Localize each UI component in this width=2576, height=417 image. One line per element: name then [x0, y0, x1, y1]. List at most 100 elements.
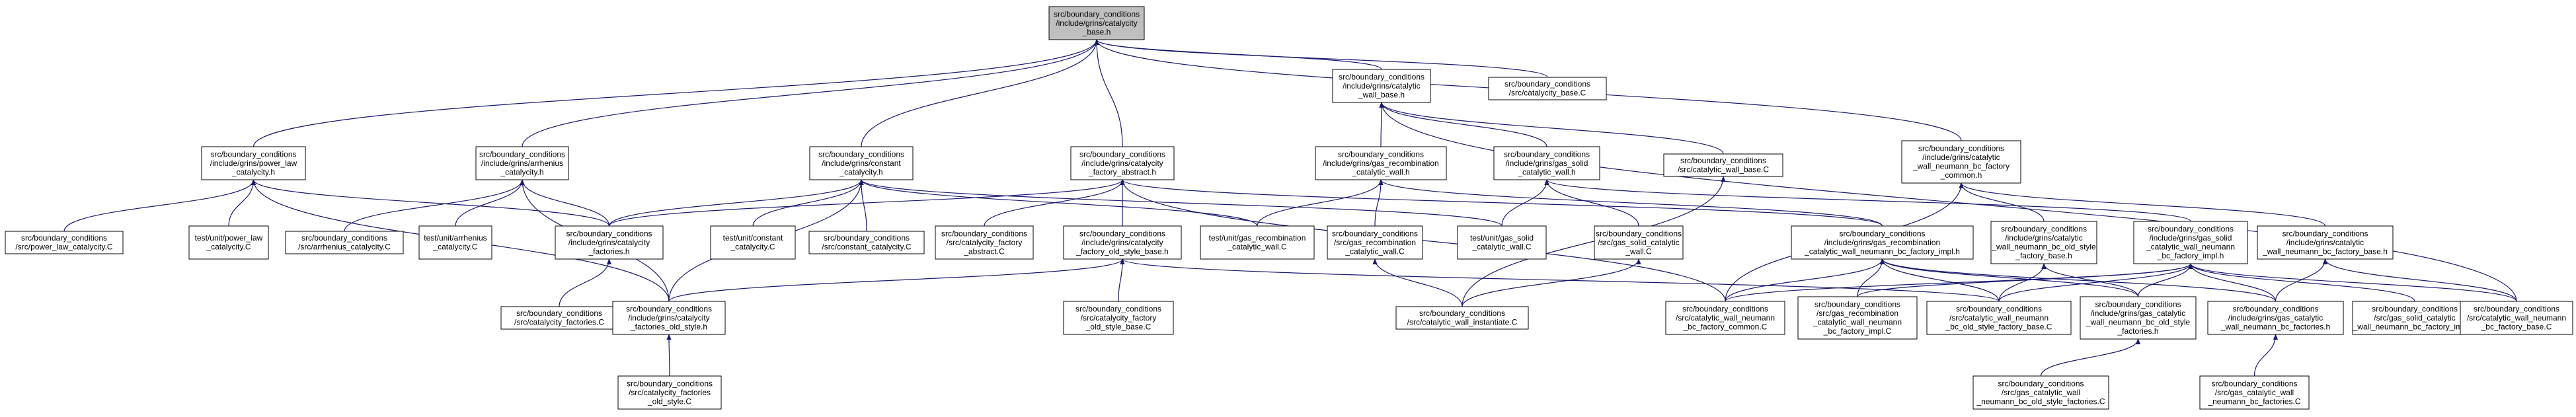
- file-node-neumann-factory-base-h[interactable]: src/boundary_conditions/include/grins/ca…: [2257, 225, 2394, 260]
- file-node-gas-solid-neumann-impl-c[interactable]: src/boundary_conditions/src/gas_solid_ca…: [2352, 301, 2478, 335]
- edge-arrhenius-c-to-arrhenius-h: [344, 179, 525, 232]
- node-label-line: /src/gas_recombination: [1334, 238, 1416, 247]
- file-node-catalycity-factories-c[interactable]: src/boundary_conditions/src/catalycity_f…: [500, 306, 618, 330]
- file-node-neumann-old-style-base-h[interactable]: src/boundary_conditions/include/grins/ca…: [1990, 221, 2097, 264]
- file-node-neumann-factory-base-c[interactable]: src/boundary_conditions/src/catalytic_wa…: [2460, 301, 2573, 335]
- node-box: [418, 225, 492, 260]
- file-node-test-constant[interactable]: test/unit/constant_catalycity.C: [710, 225, 796, 260]
- node-box: [1665, 301, 1785, 335]
- node-box: [1493, 146, 1600, 180]
- file-node-factory-abstract-h[interactable]: src/boundary_conditions/include/grins/ca…: [1070, 146, 1175, 180]
- node-box: [201, 146, 306, 180]
- edge-neumann-old-style-base-c-to-factory-old-style-base-h: [1120, 258, 2000, 302]
- node-label-line: /src/catalycity_factories.C: [514, 318, 604, 327]
- file-node-gas-catalytic-neumann-old-style-h[interactable]: src/boundary_conditions/include/grins/ga…: [2080, 296, 2197, 340]
- file-node-catalycity-base-c[interactable]: src/boundary_conditions/src/catalycity_b…: [1488, 77, 1607, 100]
- file-node-gas-catalytic-neumann-factories-h[interactable]: src/boundary_conditions/include/grins/ga…: [2207, 301, 2344, 335]
- node-box: [935, 225, 1034, 260]
- node-label-line: /include/grins/catalytic: [1922, 153, 2000, 162]
- file-node-factories-old-style-h[interactable]: src/boundary_conditions/include/grins/ca…: [612, 301, 726, 335]
- file-node-neumann-factory-common-c[interactable]: src/boundary_conditions/src/catalytic_wa…: [1665, 301, 1785, 335]
- file-node-gas-recomb-wall-c[interactable]: src/boundary_conditions/src/gas_recombin…: [1327, 225, 1423, 260]
- file-node-gas-solid-wall-h[interactable]: src/boundary_conditions/include/grins/ga…: [1493, 146, 1600, 180]
- file-node-gas-recomb-wall-h[interactable]: src/boundary_conditions/include/grins/ga…: [1315, 146, 1447, 180]
- file-node-catalytic-wall-base-h[interactable]: src/boundary_conditions/include/grins/ca…: [1332, 69, 1431, 103]
- node-label-line: _wall_neumann_bc_factory_impl.C: [2353, 322, 2477, 331]
- file-node-factory-abstract-c[interactable]: src/boundary_conditions/src/catalycity_f…: [935, 225, 1034, 260]
- edge-test-gas-recomb-to-gas-recomb-wall-h: [1257, 179, 1384, 227]
- file-node-neumann-factory-common-h[interactable]: src/boundary_conditions/include/grins/ca…: [1901, 140, 2021, 184]
- node-label-line: src/boundary_conditions: [2095, 300, 2181, 309]
- file-node-test-power-law[interactable]: test/unit/power_law_catalycity.C: [188, 225, 269, 260]
- node-box: [1200, 225, 1315, 260]
- node-label-line: /src/catalytic_wall_neumann: [1676, 313, 1775, 322]
- file-node-gas-recomb-neumann-impl-c[interactable]: src/boundary_conditions/src/gas_recombin…: [1797, 296, 1918, 340]
- file-node-test-arrhenius[interactable]: test/unit/arrhenius_catalycity.C: [418, 225, 492, 260]
- node-label-line: /src/gas_catalytic_wall: [2215, 388, 2294, 397]
- node-label-line: src/boundary_conditions: [1680, 156, 1766, 165]
- file-node-power-law-c[interactable]: src/boundary_conditions/src/power_law_ca…: [5, 231, 124, 254]
- node-label-line: src/boundary_conditions: [2148, 225, 2234, 234]
- file-node-root[interactable]: src/boundary_conditions/include/grins/ca…: [1048, 6, 1145, 40]
- node-box: [2133, 221, 2248, 264]
- node-box: [2207, 301, 2344, 335]
- edge-neumann-old-style-base-c-to-neumann-old-style-base-h: [1998, 263, 2047, 302]
- node-label-line: /include/grins/power_law: [210, 159, 297, 168]
- file-node-gas-catalytic-neumann-old-style-c[interactable]: src/boundary_conditions/src/gas_catalyti…: [1972, 375, 2109, 410]
- node-label-line: _catalytic_wall.C: [1345, 246, 1405, 256]
- node-label-line: /include/grins/gas_recombination: [1323, 159, 1438, 168]
- node-label-line: /src/catalycity_factory: [947, 238, 1023, 247]
- node-label-line: _catalycity.C: [730, 243, 775, 252]
- node-label-line: _factory_base.h: [2015, 251, 2072, 260]
- edge-factory-old-style-base-c-to-factory-old-style-base-h: [1118, 258, 1125, 302]
- node-label-line: _neumann_bc_old_style_factories.C: [1976, 397, 2105, 406]
- file-node-neumann-old-style-base-c[interactable]: src/boundary_conditions/src/catalytic_wa…: [1926, 301, 2072, 335]
- file-node-catalycity-factories-h[interactable]: src/boundary_conditions/include/grins/ca…: [555, 225, 664, 260]
- node-label-line: /include/grins/catalycity: [1081, 238, 1163, 247]
- node-label-line: src/boundary_conditions: [2232, 304, 2318, 313]
- file-node-arrhenius-c[interactable]: src/boundary_conditions/src/arrhenius_ca…: [285, 231, 404, 254]
- edge-catalycity-factories-h-to-arrhenius-h: [520, 179, 610, 227]
- node-box: [1663, 153, 1783, 177]
- file-node-test-gas-solid[interactable]: test/unit/gas_solid_catalytic_wall.C: [1457, 225, 1547, 260]
- file-node-constant-h[interactable]: src/boundary_conditions/include/grins/co…: [809, 146, 914, 180]
- node-label-line: src/boundary_conditions: [2211, 379, 2297, 388]
- node-box: [1070, 146, 1175, 180]
- file-node-test-gas-recomb[interactable]: test/unit/gas_recombination_catalytic_wa…: [1200, 225, 1315, 260]
- node-box: [2257, 225, 2394, 260]
- file-node-factories-old-style-c[interactable]: src/boundary_conditions/src/catalycity_f…: [617, 375, 722, 410]
- file-node-wall-instantiate-c[interactable]: src/boundary_conditions/src/catalytic_wa…: [1395, 306, 1529, 330]
- edge-catalycity-factories-h-to-power-law-h: [251, 179, 610, 227]
- edge-catalycity-base-c-to-root: [1094, 39, 1548, 78]
- edge-wall-instantiate-c-to-gas-recomb-wall-c: [1372, 258, 1463, 307]
- edge-test-gas-recomb-to-constant-h: [859, 179, 1258, 227]
- node-box: [2352, 301, 2478, 335]
- node-label-line: _factory_old_style_base.h: [1075, 246, 1168, 256]
- node-label-line: _catalytic_wall.C: [1471, 243, 1532, 252]
- node-label-line: /src/catalytic_wall_instantiate.C: [1407, 318, 1518, 327]
- node-label-line: src/boundary_conditions: [1998, 379, 2084, 388]
- node-box: [1457, 225, 1547, 260]
- edge-gas-catalytic-neumann-old-style-h-to-gas-solid-neumann-impl-h: [2137, 263, 2193, 297]
- file-node-constant-c[interactable]: src/boundary_conditions/src/constant_cat…: [808, 231, 925, 254]
- file-node-power-law-h[interactable]: src/boundary_conditions/include/grins/po…: [201, 146, 306, 180]
- dependency-edges: [63, 39, 2517, 377]
- file-node-catalytic-wall-base-c[interactable]: src/boundary_conditions/src/catalytic_wa…: [1663, 153, 1783, 177]
- edge-catalycity-factories-c-to-catalycity-factories-h: [559, 258, 612, 307]
- file-node-gas-solid-neumann-impl-h[interactable]: src/boundary_conditions/include/grins/ga…: [2133, 221, 2248, 264]
- edge-neumann-factory-common-c-to-gas-recomb-neumann-impl-h: [1725, 258, 1885, 302]
- file-node-gas-catalytic-neumann-factories-c[interactable]: src/boundary_conditions/src/gas_catalyti…: [2199, 375, 2310, 410]
- node-box: [5, 231, 124, 254]
- node-box: [1063, 301, 1174, 335]
- file-node-arrhenius-h[interactable]: src/boundary_conditions/include/grins/ar…: [475, 146, 569, 180]
- node-label-line: _catalytic_wall_neumann_bc_factory_impl.…: [1804, 246, 1960, 256]
- node-box: [1797, 296, 1918, 340]
- node-label-line: test/unit/gas_recombination: [1209, 233, 1306, 243]
- node-label-line: src/boundary_conditions: [941, 229, 1027, 238]
- file-node-factory-old-style-base-h[interactable]: src/boundary_conditions/include/grins/ca…: [1063, 225, 1182, 260]
- file-node-gas-solid-wall-c[interactable]: src/boundary_conditions/src/gas_solid_ca…: [1594, 225, 1684, 260]
- node-label-line: src/boundary_conditions: [2474, 304, 2559, 313]
- file-node-gas-recomb-neumann-impl-h[interactable]: src/boundary_conditions/include/grins/ga…: [1791, 225, 1974, 260]
- file-node-factory-old-style-base-c[interactable]: src/boundary_conditions/src/catalycity_f…: [1063, 301, 1174, 335]
